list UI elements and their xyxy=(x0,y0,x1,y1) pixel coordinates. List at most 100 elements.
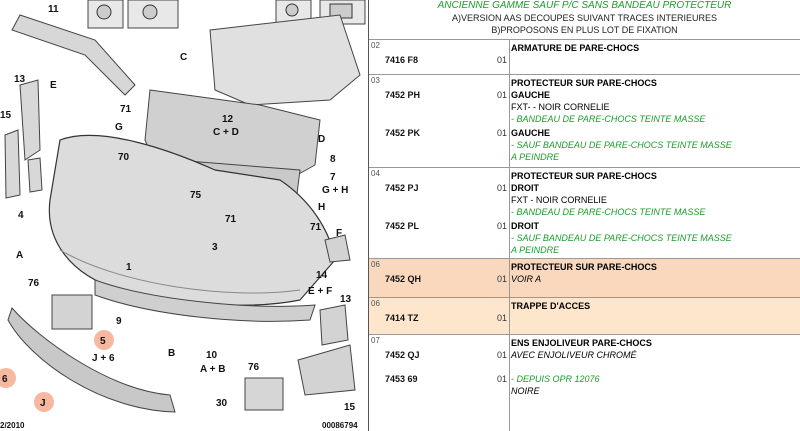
callout-7-label: G + H xyxy=(322,185,348,196)
callout-11: 11 xyxy=(48,4,59,15)
part-number: 7414 TZ xyxy=(385,313,419,323)
row-index: 02 xyxy=(371,41,380,50)
callout-76a: 76 xyxy=(28,278,40,289)
part-condition: - SAUF BANDEAU DE PARE-CHOCS TEINTE MASS… xyxy=(511,140,732,150)
part-15-bracket xyxy=(4,129,21,199)
part-row-04[interactable]: 04 PROTECTEUR SUR PARE-CHOCS 7452 PJ 01 … xyxy=(369,167,800,258)
callout-5: 5 xyxy=(100,336,106,347)
part-side: DROIT xyxy=(511,221,539,231)
callout-13: 13 xyxy=(14,74,26,85)
part-qty: 01 xyxy=(497,350,508,360)
part-number: 7452 QH xyxy=(385,274,422,284)
part-paint: A PEINDRE xyxy=(511,152,560,162)
row-index: 06 xyxy=(371,299,380,308)
part-title: PROTECTEUR SUR PARE-CHOCS xyxy=(511,171,657,181)
part-note: VOIR A xyxy=(511,274,542,284)
callout-A: A xyxy=(16,250,23,261)
row-index: 04 xyxy=(371,169,380,178)
part-paint: A PEINDRE xyxy=(511,245,560,255)
callout-71c: 71 xyxy=(310,222,322,233)
callout-12-label: C + D xyxy=(213,127,239,138)
part-qty: 01 xyxy=(497,374,508,384)
callout-71a: 71 xyxy=(120,104,132,115)
callout-J: J xyxy=(40,398,46,409)
part-qty: 01 xyxy=(497,313,508,323)
callout-71b: 71 xyxy=(225,214,237,225)
fastener-1 xyxy=(96,4,112,20)
part-note: AVEC ENJOLIVEUR CHROMÉ xyxy=(511,350,637,360)
callout-7: 7 xyxy=(330,172,336,183)
callout-D: D xyxy=(318,134,325,145)
part-qty: 01 xyxy=(497,274,508,284)
list-header-title: ANCIENNE GAMME SAUF P/C SANS BANDEAU PRO… xyxy=(437,0,732,11)
part-row-02[interactable]: 02 ARMATURE DE PARE-CHOCS 7416 F8 01 xyxy=(369,39,800,74)
col-divider xyxy=(509,298,510,334)
callout-70: 70 xyxy=(118,152,130,163)
callout-76b: 76 xyxy=(248,362,260,373)
col-divider xyxy=(509,259,510,297)
bumper-crease xyxy=(59,249,301,294)
part-9-cover xyxy=(51,294,93,330)
callout-15: 15 xyxy=(0,110,12,121)
part-qty: 01 xyxy=(497,55,508,65)
callout-14: 14 xyxy=(316,270,328,281)
part-title: ARMATURE DE PARE-CHOCS xyxy=(511,43,640,53)
list-note-b: B)PROPOSONS EN PLUS LOT DE FIXATION xyxy=(491,25,678,35)
part-30 xyxy=(244,377,284,411)
panel-divider xyxy=(368,0,369,431)
part-number: 7416 F8 xyxy=(385,55,419,65)
part-qty: 01 xyxy=(497,128,508,138)
row-index: 06 xyxy=(371,260,380,269)
part-number: 7453 69 xyxy=(385,374,418,384)
bumper-illustration: 11 13 E 71 15 G 70 C 12 C + D D 8 7 G + … xyxy=(0,0,366,430)
part-finish: FXT - NOIR CORNELIE xyxy=(511,195,607,205)
part-condition: - SAUF BANDEAU DE PARE-CHOCS TEINTE MASS… xyxy=(511,233,732,243)
callout-10-label: A + B xyxy=(200,364,225,375)
callout-circle-5 xyxy=(94,330,114,350)
part-4-bracket xyxy=(27,157,43,193)
col-divider xyxy=(509,75,510,167)
part-condition: - DEPUIS OPR 12076 xyxy=(511,374,600,384)
part-note: NOIRE xyxy=(511,386,540,396)
part-row-03[interactable]: 03 PROTECTEUR SUR PARE-CHOCS 7452 PH 01 … xyxy=(369,74,800,167)
fastener-2 xyxy=(142,4,158,20)
list-note-a: A)VERSION AAS DECOUPES SUIVANT TRACES IN… xyxy=(451,13,718,23)
callout-F: F xyxy=(336,228,342,239)
callout-3: 3 xyxy=(212,242,218,253)
callout-30: 30 xyxy=(216,398,228,409)
part-row-06-protector[interactable]: 06 PROTECTEUR SUR PARE-CHOCS 7452 QH 01 … xyxy=(369,258,800,297)
callout-circle-J xyxy=(34,392,54,412)
part-armature xyxy=(209,14,361,106)
callout-1: 1 xyxy=(126,262,132,273)
callout-9: 9 xyxy=(116,316,122,327)
part-13-right xyxy=(319,304,349,346)
fastener-3 xyxy=(285,3,299,17)
part-number: 7452 PH xyxy=(385,90,421,100)
part-qty: 01 xyxy=(497,221,508,231)
callout-75: 75 xyxy=(190,190,202,201)
part-qty: 01 xyxy=(497,90,508,100)
part-condition: - BANDEAU DE PARE-CHOCS TEINTE MASSE xyxy=(511,114,706,124)
part-B-spoiler xyxy=(7,307,176,413)
part-row-06-trappe[interactable]: 06 TRAPPE D'ACCES 7414 TZ 01 xyxy=(369,297,800,334)
part-condition: - BANDEAU DE PARE-CHOCS TEINTE MASSE xyxy=(511,207,706,217)
part-title: PROTECTEUR SUR PARE-CHOCS xyxy=(511,262,657,272)
footer-date: 2/2010 xyxy=(0,421,25,430)
part-row-07[interactable]: 07 ENS ENJOLIVEUR PARE-CHOCS 7452 QJ 01 … xyxy=(369,334,800,431)
callout-6: 6 xyxy=(2,374,8,385)
callout-5-label: J + 6 xyxy=(92,353,115,364)
callout-4: 4 xyxy=(18,210,24,221)
part-13-bracket xyxy=(19,79,41,161)
part-title: ENS ENJOLIVEUR PARE-CHOCS xyxy=(511,338,652,348)
part-side: DROIT xyxy=(511,183,539,193)
col-divider xyxy=(509,40,510,74)
callout-12: 12 xyxy=(222,114,234,125)
part-number: 7452 PL xyxy=(385,221,420,231)
col-divider xyxy=(509,168,510,258)
part-side: GAUCHE xyxy=(511,90,551,100)
part-1-bumper-shell xyxy=(48,134,336,306)
col-divider xyxy=(509,335,510,431)
part-side: GAUCHE xyxy=(511,128,551,138)
part-title: TRAPPE D'ACCES xyxy=(511,301,591,311)
part-title: PROTECTEUR SUR PARE-CHOCS xyxy=(511,78,657,88)
